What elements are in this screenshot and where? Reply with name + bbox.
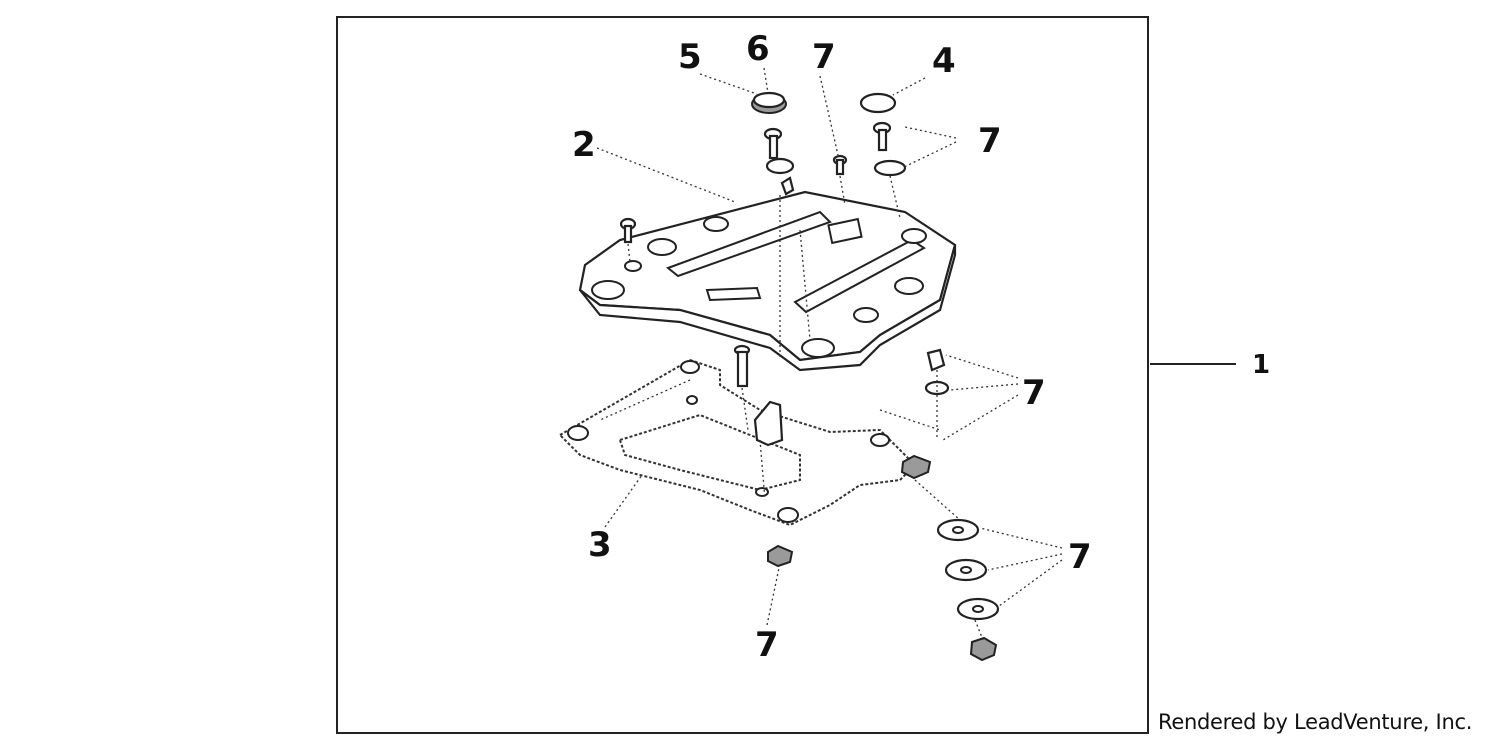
callout-6: 6 [746,29,770,69]
callout-7-low-right: 7 [1068,537,1092,577]
center-long-bolt [733,344,751,388]
diagram-frame [336,16,1149,734]
left-small-bolt [619,217,637,244]
callout-labels: 1 2 3 4 5 6 7 7 7 7 7 [572,29,1270,665]
credit-text: Rendered by LeadVenture, Inc. [1158,710,1473,734]
top-right-hardware [859,92,907,177]
callout-5: 5 [678,37,702,77]
callout-7-top-center: 7 [812,37,836,77]
callout-1: 1 [1252,350,1270,380]
leader-lines [596,67,1236,641]
right-low-hardware [936,518,1000,662]
callout-4: 4 [932,41,956,81]
callout-7-bottom: 7 [755,625,779,665]
callout-3: 3 [588,525,612,565]
callout-7-top-right: 7 [978,121,1002,161]
right-mid-hardware [900,348,950,480]
bottom-nut [767,544,794,568]
callout-2: 2 [572,125,596,165]
top-left-hardware [751,91,795,196]
rack-plate [578,190,957,372]
top-center-bolt [832,154,848,176]
base-plate [558,358,917,527]
callout-7-mid-right: 7 [1022,373,1046,413]
